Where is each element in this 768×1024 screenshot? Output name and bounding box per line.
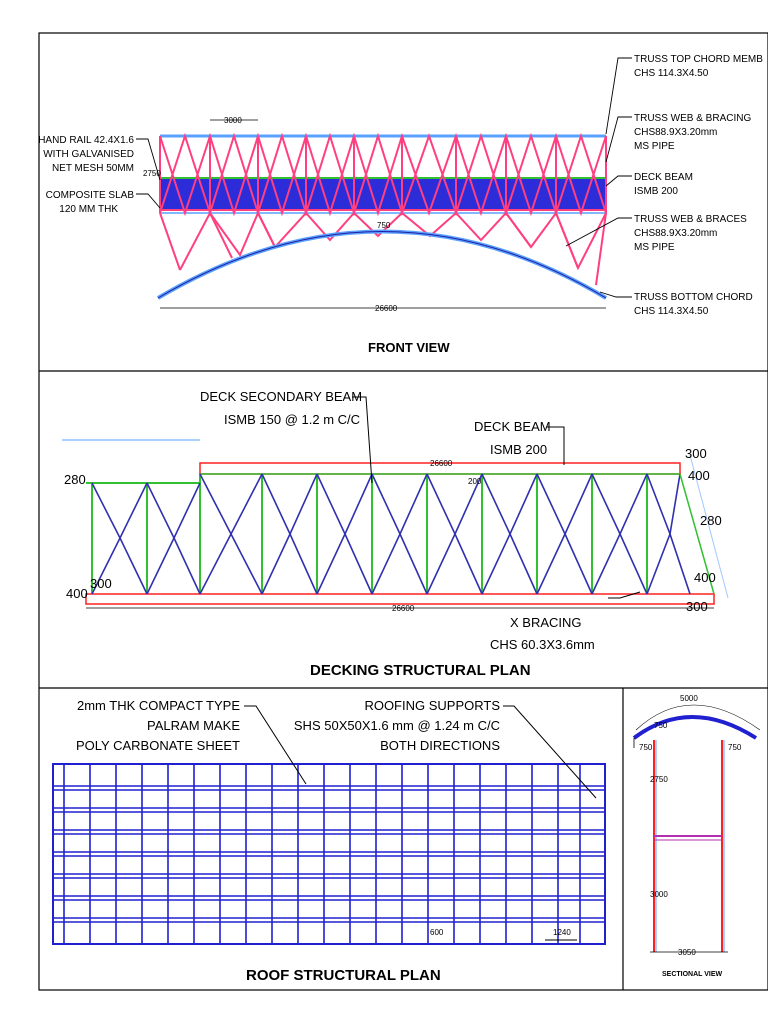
roof-plan: 2mm THK COMPACT TYPE PALRAM MAKE POLY CA…: [52, 698, 606, 984]
decking-plan-title: DECKING STRUCTURAL PLAN: [310, 662, 531, 679]
dim-400-bl: 400: [66, 586, 88, 601]
sectional-view: 5000 750 750 750 2750 3000 3050 SECTIONA…: [632, 694, 761, 978]
label-supports-3: BOTH DIRECTIONS: [380, 738, 500, 753]
dim-sec-3050: 3050: [678, 948, 696, 957]
label-deck-beam-2: ISMB 200: [634, 186, 678, 197]
dim-400-br: 400: [694, 570, 716, 585]
label-secondary-1: DECK SECONDARY BEAM: [200, 389, 362, 404]
dim-280-left: 280: [64, 472, 86, 487]
dim-sec-2750: 2750: [650, 775, 668, 784]
dim-sec-750-a: 750: [654, 721, 668, 730]
label-sheet-2: PALRAM MAKE: [147, 718, 240, 733]
dim-400-tr: 400: [688, 468, 710, 483]
label-x-bracing-2: CHS 60.3X3.6mm: [490, 637, 595, 652]
decking-plan: 26600 26600 200 280 300 400 280 400 300 …: [62, 389, 729, 679]
dim-280-right: 280: [700, 513, 722, 528]
dim-sec-750-l: 750: [639, 743, 653, 752]
x-bracing: [91, 473, 691, 595]
label-supports-2: SHS 50X50X1.6 mm @ 1.24 m C/C: [294, 718, 500, 733]
section-roof-arch: [632, 715, 758, 740]
dim-deck-small-b: 200: [468, 477, 482, 486]
lower-truss-web: [159, 210, 607, 286]
label-hand-rail-1: HAND RAIL 42.4X1.6: [38, 135, 134, 146]
sheet-border: [38, 32, 768, 991]
dim-sec-750-r: 750: [728, 743, 742, 752]
label-top-chord-2: CHS 114.3X4.50: [634, 68, 709, 79]
label-deck-beam-1: DECK BEAM: [474, 419, 551, 434]
sectional-view-title: SECTIONAL VIEW: [662, 971, 723, 978]
upper-truss-web: [159, 132, 607, 217]
label-bottom-chord-2: CHS 114.3X4.50: [634, 306, 709, 317]
label-slab-2: 120 MM THK: [59, 204, 118, 215]
roof-grid-lines: [53, 764, 605, 944]
label-deck-beam-2: ISMB 200: [490, 442, 547, 457]
label-sheet-1: 2mm THK COMPACT TYPE: [77, 698, 240, 713]
label-web-bracing-2: CHS88.9X3.20mm: [634, 127, 717, 138]
dim-sec-5000: 5000: [680, 694, 698, 703]
label-x-bracing-1: X BRACING: [510, 615, 582, 630]
dim-300-tr: 300: [685, 446, 707, 461]
dim-300-br: 300: [686, 599, 708, 614]
dim-arch: 750: [377, 221, 391, 230]
dim-deck-span: 26600: [392, 604, 415, 613]
label-hand-rail-2: WITH GALVANISED: [43, 149, 134, 160]
roof-grid-outline: [52, 763, 606, 945]
label-bottom-chord-1: TRUSS BOTTOM CHORD: [634, 292, 753, 303]
front-view: 26600 3000 2750 750 TRUSS TOP CHORD MEMB…: [38, 54, 763, 355]
deck-beam-bottom: [85, 593, 715, 605]
label-hand-rail-3: NET MESH 50MM: [52, 163, 134, 174]
label-web-bracing-1: TRUSS WEB & BRACING: [634, 113, 751, 124]
label-sheet-3: POLY CARBONATE SHEET: [76, 738, 240, 753]
bottom-chord-arch: [156, 229, 608, 300]
dim-deck-small-a: 26600: [430, 459, 453, 468]
dim-1240: 1240: [553, 928, 571, 937]
roof-plan-title: ROOF STRUCTURAL PLAN: [246, 967, 441, 984]
dim-panel: 3000: [224, 116, 242, 125]
secondary-beams: [91, 474, 648, 594]
label-web-braces-2: CHS88.9X3.20mm: [634, 228, 717, 239]
label-secondary-2: ISMB 150 @ 1.2 m C/C: [224, 412, 360, 427]
dim-300-bl: 300: [90, 576, 112, 591]
label-deck-beam-1: DECK BEAM: [634, 172, 693, 183]
dim-span: 26600: [375, 304, 398, 313]
label-web-braces-1: TRUSS WEB & BRACES: [634, 214, 747, 225]
dim-600: 600: [430, 928, 444, 937]
label-supports-1: ROOFING SUPPORTS: [364, 698, 500, 713]
dim-height: 2750: [143, 169, 161, 178]
front-view-title: FRONT VIEW: [368, 340, 450, 355]
label-web-braces-3: MS PIPE: [634, 242, 675, 253]
dim-sec-3000: 3000: [650, 890, 668, 899]
label-slab-1: COMPOSITE SLAB: [46, 190, 135, 201]
label-top-chord-1: TRUSS TOP CHORD MEMB: [634, 54, 763, 65]
label-web-bracing-3: MS PIPE: [634, 141, 675, 152]
